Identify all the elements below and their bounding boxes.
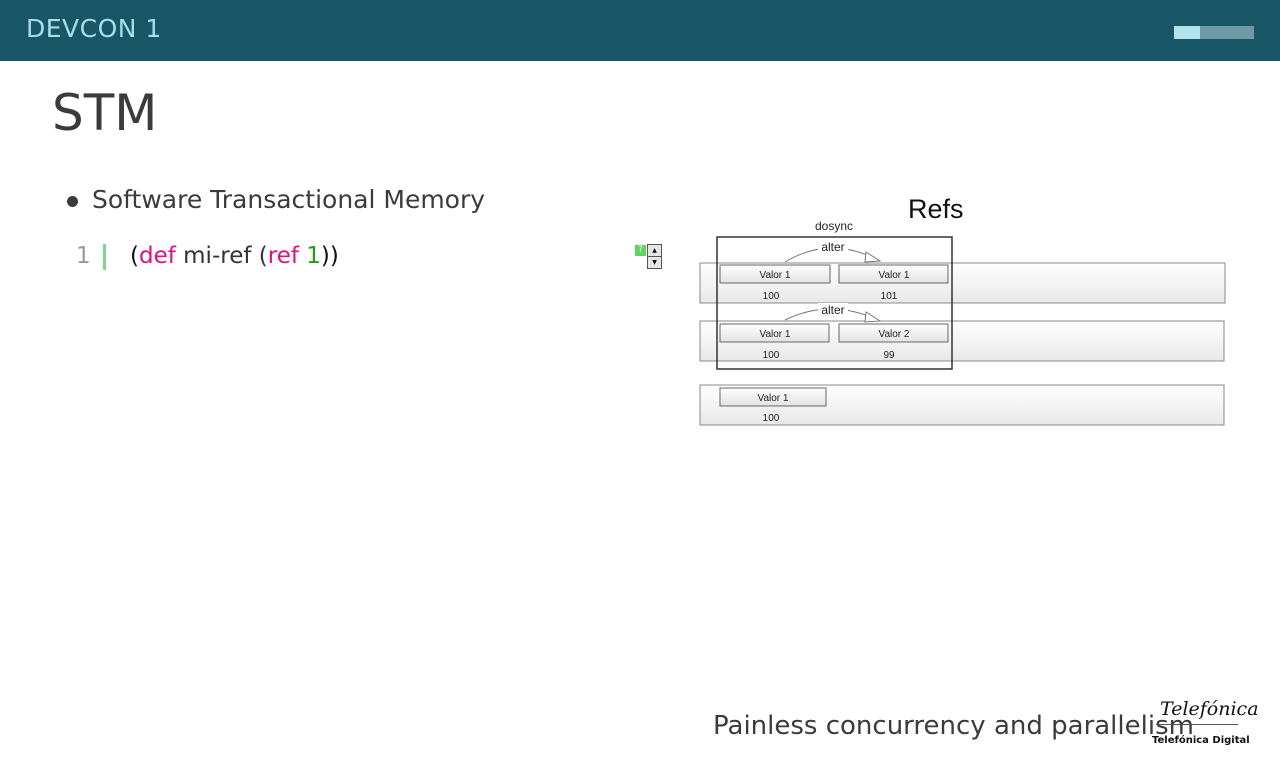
code-editor-line[interactable]: 1 (def mi-ref (ref 1)) <box>60 240 670 274</box>
diagram-title: Refs <box>908 194 964 224</box>
telefonica-logo: Telefónica Telefónica Digital <box>1150 698 1259 752</box>
code-token-paren: )) <box>320 243 339 269</box>
value-box <box>838 264 949 284</box>
logo-subtitle: Telefónica Digital <box>1152 735 1250 746</box>
alter-arrowhead-icon <box>864 311 882 323</box>
top-bar: DEVCON 1 <box>0 0 1280 61</box>
code-token-symbol: mi-ref <box>175 243 259 269</box>
alter-label-bg <box>818 303 848 316</box>
spin-up-arrow-icon[interactable]: ▲ <box>648 245 661 257</box>
help-icon[interactable]: ? <box>635 245 646 256</box>
spin-down-arrow-icon[interactable]: ▼ <box>652 259 657 266</box>
gutter-marker <box>103 244 106 270</box>
value-number: 101 <box>881 291 898 302</box>
value-box-label: Valor 1 <box>758 393 789 404</box>
code-token-keyword: def <box>138 243 176 269</box>
scroll-spinner[interactable]: ▲ ▼ <box>647 244 662 269</box>
code-token-paren: ( <box>258 243 268 269</box>
alter-label: alter <box>821 303 844 317</box>
code-token-number: 1 <box>306 243 321 269</box>
value-box-label: Valor 2 <box>879 329 910 340</box>
value-box-label: Valor 1 <box>760 270 791 281</box>
value-box <box>838 323 949 343</box>
code-token-paren: ( <box>130 243 139 269</box>
value-box <box>719 264 831 284</box>
brand-title: DEVCON 1 <box>26 14 162 43</box>
alter-label: alter <box>821 240 844 254</box>
code-text[interactable]: (def mi-ref (ref 1)) <box>130 243 339 269</box>
slide-progress-fill <box>1174 26 1201 39</box>
slide-title: STM <box>52 84 158 142</box>
alter-label-bg <box>818 240 848 253</box>
logo-wordmark: Telefónica <box>1160 698 1259 720</box>
footer-tagline: Painless concurrency and parallelism <box>713 711 1194 741</box>
value-box-label: Valor 1 <box>760 329 791 340</box>
value-number: 99 <box>883 350 895 361</box>
logo-divider <box>1156 724 1238 725</box>
refs-diagram-svg: Refs dosync Valor 1 100 Valor 1 101 alte… <box>699 194 1226 426</box>
value-number: 100 <box>763 413 780 424</box>
alter-arrowhead-icon <box>864 251 882 263</box>
value-box <box>719 323 830 343</box>
dosync-box <box>716 236 953 370</box>
dosync-label: dosync <box>815 219 853 233</box>
bullet-icon <box>67 196 78 207</box>
line-number: 1 <box>76 243 91 269</box>
bullet-item: Software Transactional Memory <box>92 185 486 214</box>
refs-diagram: Refs dosync Valor 1 100 Valor 1 101 alte… <box>690 190 1235 430</box>
value-box <box>719 387 827 407</box>
value-box-label: Valor 1 <box>879 270 910 281</box>
code-token-keyword: ref <box>267 243 299 269</box>
value-number: 100 <box>763 350 780 361</box>
slide-progress-bar <box>1174 26 1254 39</box>
value-number: 100 <box>763 291 780 302</box>
